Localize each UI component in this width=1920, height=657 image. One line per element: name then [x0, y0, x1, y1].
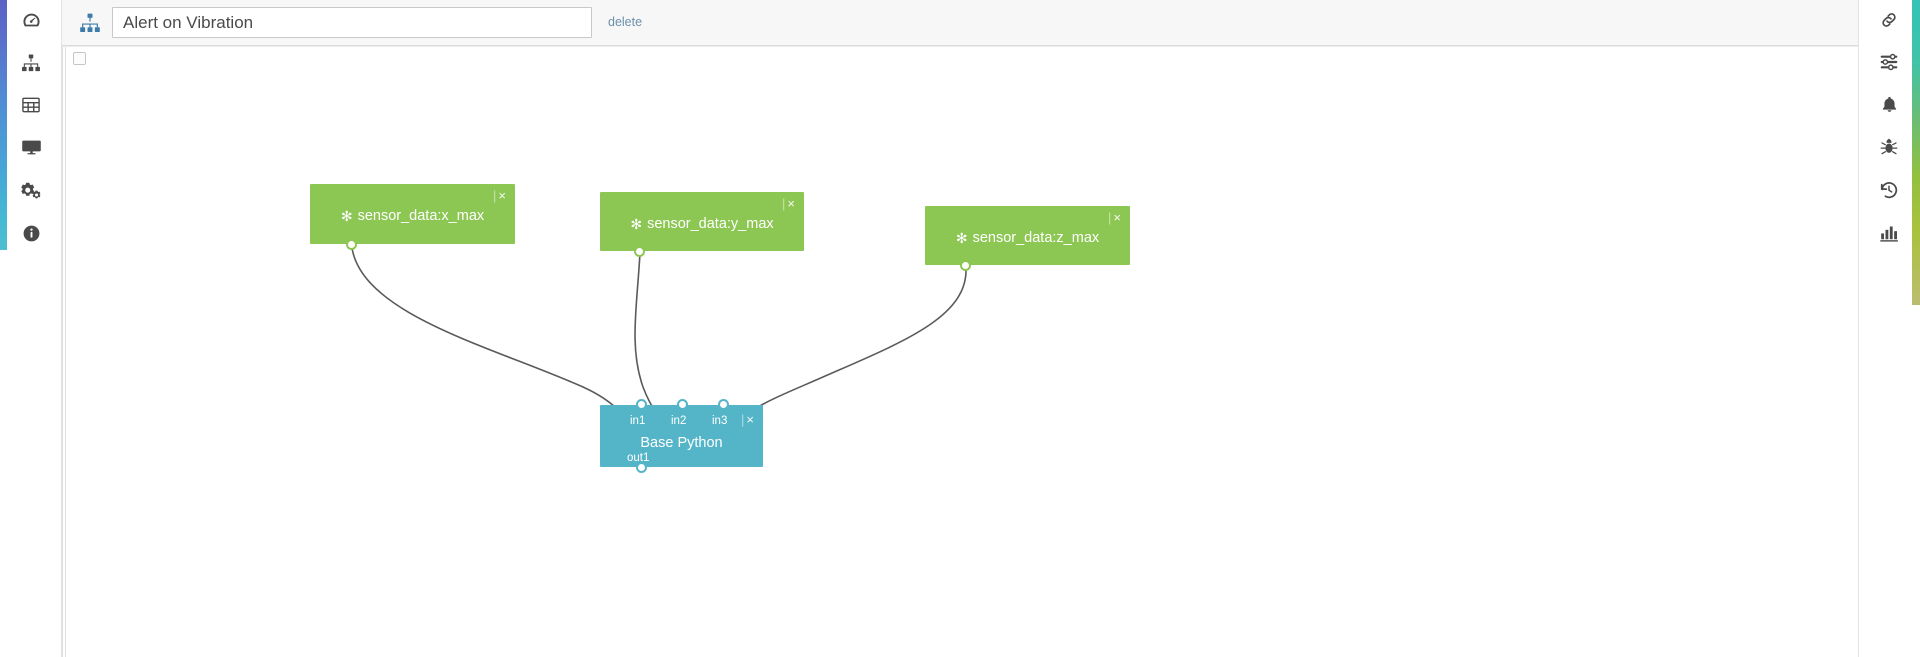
- bar-chart-icon: [1879, 223, 1899, 243]
- flow-canvas[interactable]: |× ✻sensor_data:x_max |× ✻sensor_data:y_…: [62, 46, 1858, 657]
- node-input-port-in2[interactable]: [677, 399, 688, 410]
- flow-title-input[interactable]: [112, 7, 592, 38]
- info-icon: [22, 224, 41, 243]
- sidebar-item-settings[interactable]: [14, 173, 48, 207]
- left-sidebar: [0, 0, 62, 657]
- node-output-port[interactable]: [634, 246, 645, 257]
- history-icon: [1879, 180, 1899, 200]
- panel-item-history[interactable]: [1872, 173, 1906, 207]
- panel-item-links[interactable]: [1872, 3, 1906, 37]
- node-close-icon[interactable]: |×: [741, 412, 756, 427]
- sitemap-icon: [21, 53, 41, 73]
- sidebar-item-tables[interactable]: [14, 88, 48, 122]
- port-label-out1: out1: [627, 452, 650, 464]
- node-sensor-data-x-max[interactable]: |× ✻sensor_data:x_max: [310, 184, 515, 250]
- node-title: ✻sensor_data:z_max: [955, 230, 1100, 246]
- port-label-in2: in2: [671, 415, 687, 427]
- canvas-left-rail: [63, 47, 66, 657]
- node-title: ✻sensor_data:y_max: [630, 216, 774, 232]
- node-output-port-out1[interactable]: [636, 462, 647, 473]
- node-title: ✻sensor_data:x_max: [340, 208, 485, 224]
- panel-item-statistics[interactable]: [1872, 216, 1906, 250]
- table-icon: [21, 95, 41, 115]
- port-label-in3: in3: [712, 415, 728, 427]
- link-icon: [1879, 10, 1899, 30]
- sidebar-item-info[interactable]: [14, 216, 48, 250]
- node-title: Base Python: [640, 435, 723, 451]
- node-input-port-in1[interactable]: [636, 399, 647, 410]
- panel-item-debug[interactable]: [1872, 130, 1906, 164]
- panel-item-alerts[interactable]: [1872, 87, 1906, 121]
- bell-icon: [1880, 95, 1899, 114]
- sidebar-item-flows[interactable]: [14, 46, 48, 80]
- node-output-port[interactable]: [960, 260, 971, 271]
- snowflake-icon: ✻: [630, 216, 643, 232]
- sidebar-item-dashboard[interactable]: [14, 4, 48, 38]
- node-close-icon[interactable]: |×: [1108, 210, 1123, 225]
- snowflake-icon: ✻: [340, 208, 353, 224]
- sidebar-item-monitor[interactable]: [14, 130, 48, 164]
- monitor-icon: [21, 137, 42, 158]
- node-close-icon[interactable]: |×: [493, 188, 508, 203]
- delete-flow-link[interactable]: delete: [608, 15, 643, 29]
- right-sidebar: [1858, 0, 1920, 657]
- node-output-port[interactable]: [346, 239, 357, 250]
- node-base-python[interactable]: |× in1 in2 in3 Base Python out1: [600, 399, 763, 473]
- node-close-icon[interactable]: |×: [782, 196, 797, 211]
- gears-icon: [20, 180, 42, 201]
- snowflake-icon: ✻: [955, 230, 968, 246]
- port-label-in1: in1: [630, 415, 646, 427]
- panel-item-parameters[interactable]: [1872, 45, 1906, 79]
- node-sensor-data-y-max[interactable]: |× ✻sensor_data:y_max: [600, 192, 804, 257]
- right-accent-gradient: [1912, 0, 1920, 305]
- node-sensor-data-z-max[interactable]: |× ✻sensor_data:z_max: [925, 206, 1130, 271]
- dashboard-icon: [21, 11, 42, 32]
- edge-x_max-in1: [351, 247, 642, 443]
- canvas-resize-handle[interactable]: [73, 52, 86, 65]
- flow-toolbar: delete: [62, 0, 1858, 46]
- node-input-port-in3[interactable]: [718, 399, 729, 410]
- sitemap-icon: [75, 8, 105, 38]
- edge-layer: [351, 247, 967, 443]
- left-accent-gradient: [0, 0, 7, 250]
- sliders-icon: [1879, 52, 1899, 72]
- bug-icon: [1879, 137, 1899, 157]
- flow-canvas-surface[interactable]: |× ✻sensor_data:x_max |× ✻sensor_data:y_…: [62, 46, 1858, 657]
